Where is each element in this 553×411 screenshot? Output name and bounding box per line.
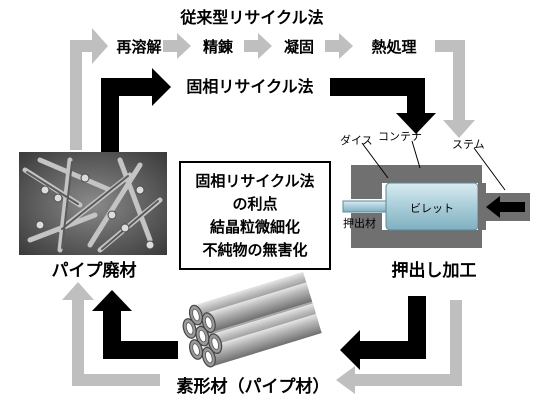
solid-arrow-bottom-right bbox=[340, 296, 426, 370]
conventional-arrow-bottom-left bbox=[62, 282, 160, 386]
conventional-arrow-up bbox=[70, 28, 108, 150]
push-arrow-icon bbox=[486, 196, 525, 218]
conventional-route bbox=[62, 28, 475, 394]
die-label: ダイス bbox=[340, 133, 373, 147]
step-arrow-1 bbox=[163, 33, 191, 59]
pipe-scrap-photo bbox=[19, 152, 167, 255]
benefit-line-3: 結晶粒微細化 bbox=[210, 218, 300, 236]
extrudate bbox=[342, 200, 387, 213]
solid-arrow-bottom-left bbox=[92, 290, 178, 359]
conventional-arrow-bottom-right bbox=[336, 300, 462, 394]
benefit-line-4: 不純物の無害化 bbox=[202, 241, 307, 259]
solid-arrow-top bbox=[101, 68, 171, 155]
benefit-line-2: の利点 bbox=[232, 195, 277, 213]
conventional-arrow-down bbox=[435, 40, 475, 138]
step-heat-treatment: 熱処理 bbox=[371, 38, 416, 56]
step-remelting: 再溶解 bbox=[116, 38, 161, 56]
solid-arrow-right-down bbox=[330, 78, 436, 134]
conventional-title: 従来型リサイクル法 bbox=[179, 8, 323, 27]
benefits-box: 固相リサイクル法 の利点 結晶粒微細化 不純物の無害化 bbox=[179, 161, 331, 270]
billet-label: ビレット bbox=[410, 202, 454, 215]
container-label: コンテナ bbox=[378, 130, 422, 143]
step-arrow-3 bbox=[325, 33, 353, 59]
stem-label: ステム bbox=[452, 138, 485, 151]
solid-state-title: 固相リサイクル法 bbox=[186, 77, 313, 96]
step-refining: 精錬 bbox=[203, 38, 234, 56]
pipe-waste-label: パイプ廃材 bbox=[52, 260, 137, 281]
solid-state-route bbox=[92, 68, 436, 370]
tube-bundle bbox=[182, 271, 322, 368]
extrusion-label: 押出し加工 bbox=[392, 260, 477, 281]
benefit-line-1: 固相リサイクル法 bbox=[195, 172, 314, 190]
product-label: 素形材（パイプ材） bbox=[177, 376, 330, 397]
extrudate-label: 押出材 bbox=[343, 216, 376, 230]
step-solidification: 凝固 bbox=[284, 38, 314, 56]
extrusion-press bbox=[342, 140, 530, 248]
step-arrow-2 bbox=[244, 33, 272, 59]
